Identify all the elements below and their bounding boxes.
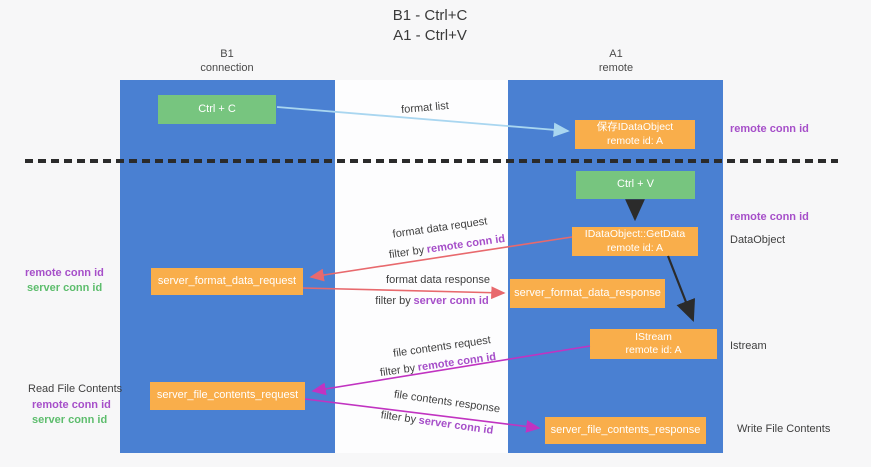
format-request-label: server_format_data_request: [157, 274, 297, 287]
dataobject-label: DataObject: [730, 234, 786, 246]
remote-conn-id-label-left-2: remote conn id: [32, 399, 111, 411]
save-idataobject-line1: 保存IDataObject: [596, 121, 674, 134]
left-column-name: B1: [220, 48, 234, 60]
remote-conn-id-label-left-1: remote conn id: [25, 267, 104, 279]
ctrl-c-label: Ctrl + C: [198, 102, 236, 115]
istream-side-label: Istream: [730, 340, 767, 352]
server-file-contents-request-box: server_file_contents_request: [150, 382, 305, 410]
right-column-role: remote: [598, 62, 634, 75]
getdata-line2: remote id: A: [606, 241, 664, 254]
idataobject-getdata-box: IDataObject::GetData remote id: A: [572, 227, 698, 256]
save-idataobject-box: 保存IDataObject remote id: A: [575, 120, 695, 149]
ctrl-c-box: Ctrl + C: [158, 95, 276, 124]
ctrl-v-label: Ctrl + V: [617, 178, 654, 191]
istream-line2: remote id: A: [625, 344, 682, 356]
ctrl-v-box: Ctrl + V: [576, 171, 695, 199]
read-file-contents-label: Read File Contents: [28, 383, 123, 395]
file-request-label: server_file_contents_request: [156, 389, 299, 402]
server-conn-id-label-left-2: server conn id: [32, 414, 108, 426]
diagram-title: B1 - Ctrl+C A1 - Ctrl+V: [320, 6, 540, 47]
istream-box: IStream remote id: A: [590, 329, 717, 359]
remote-conn-id-label-top-right: remote conn id: [730, 123, 809, 135]
server-format-data-response-box: server_format_data_response: [510, 279, 665, 308]
server-file-contents-response-box: server_file_contents_response: [545, 417, 706, 444]
left-column-header: B1 connection: [152, 47, 302, 76]
istream-line1: IStream: [635, 330, 672, 343]
title-line-1: B1 - Ctrl+C: [392, 7, 468, 24]
right-column-name: A1: [609, 48, 623, 60]
save-idataobject-line2: remote id: A: [606, 134, 664, 147]
server-format-data-request-box: server_format_data_request: [151, 268, 303, 295]
getdata-line1: IDataObject::GetData: [584, 228, 686, 241]
write-file-contents-label: Write File Contents: [737, 423, 831, 435]
remote-conn-id-label-right: remote conn id: [730, 211, 809, 223]
filter-by-text: filter by: [375, 295, 411, 307]
format-response-label: server_format_data_response: [514, 286, 661, 299]
title-line-2: A1 - Ctrl+V: [393, 27, 467, 45]
server-conn-id-label-left-1: server conn id: [27, 282, 103, 294]
server-conn-id-value: server conn id: [413, 295, 489, 307]
file-response-label: server_file_contents_response: [550, 423, 701, 436]
format-data-response-label: format data response: [386, 274, 490, 286]
left-column-role: connection: [200, 62, 254, 75]
right-column-header: A1 remote: [541, 47, 691, 76]
